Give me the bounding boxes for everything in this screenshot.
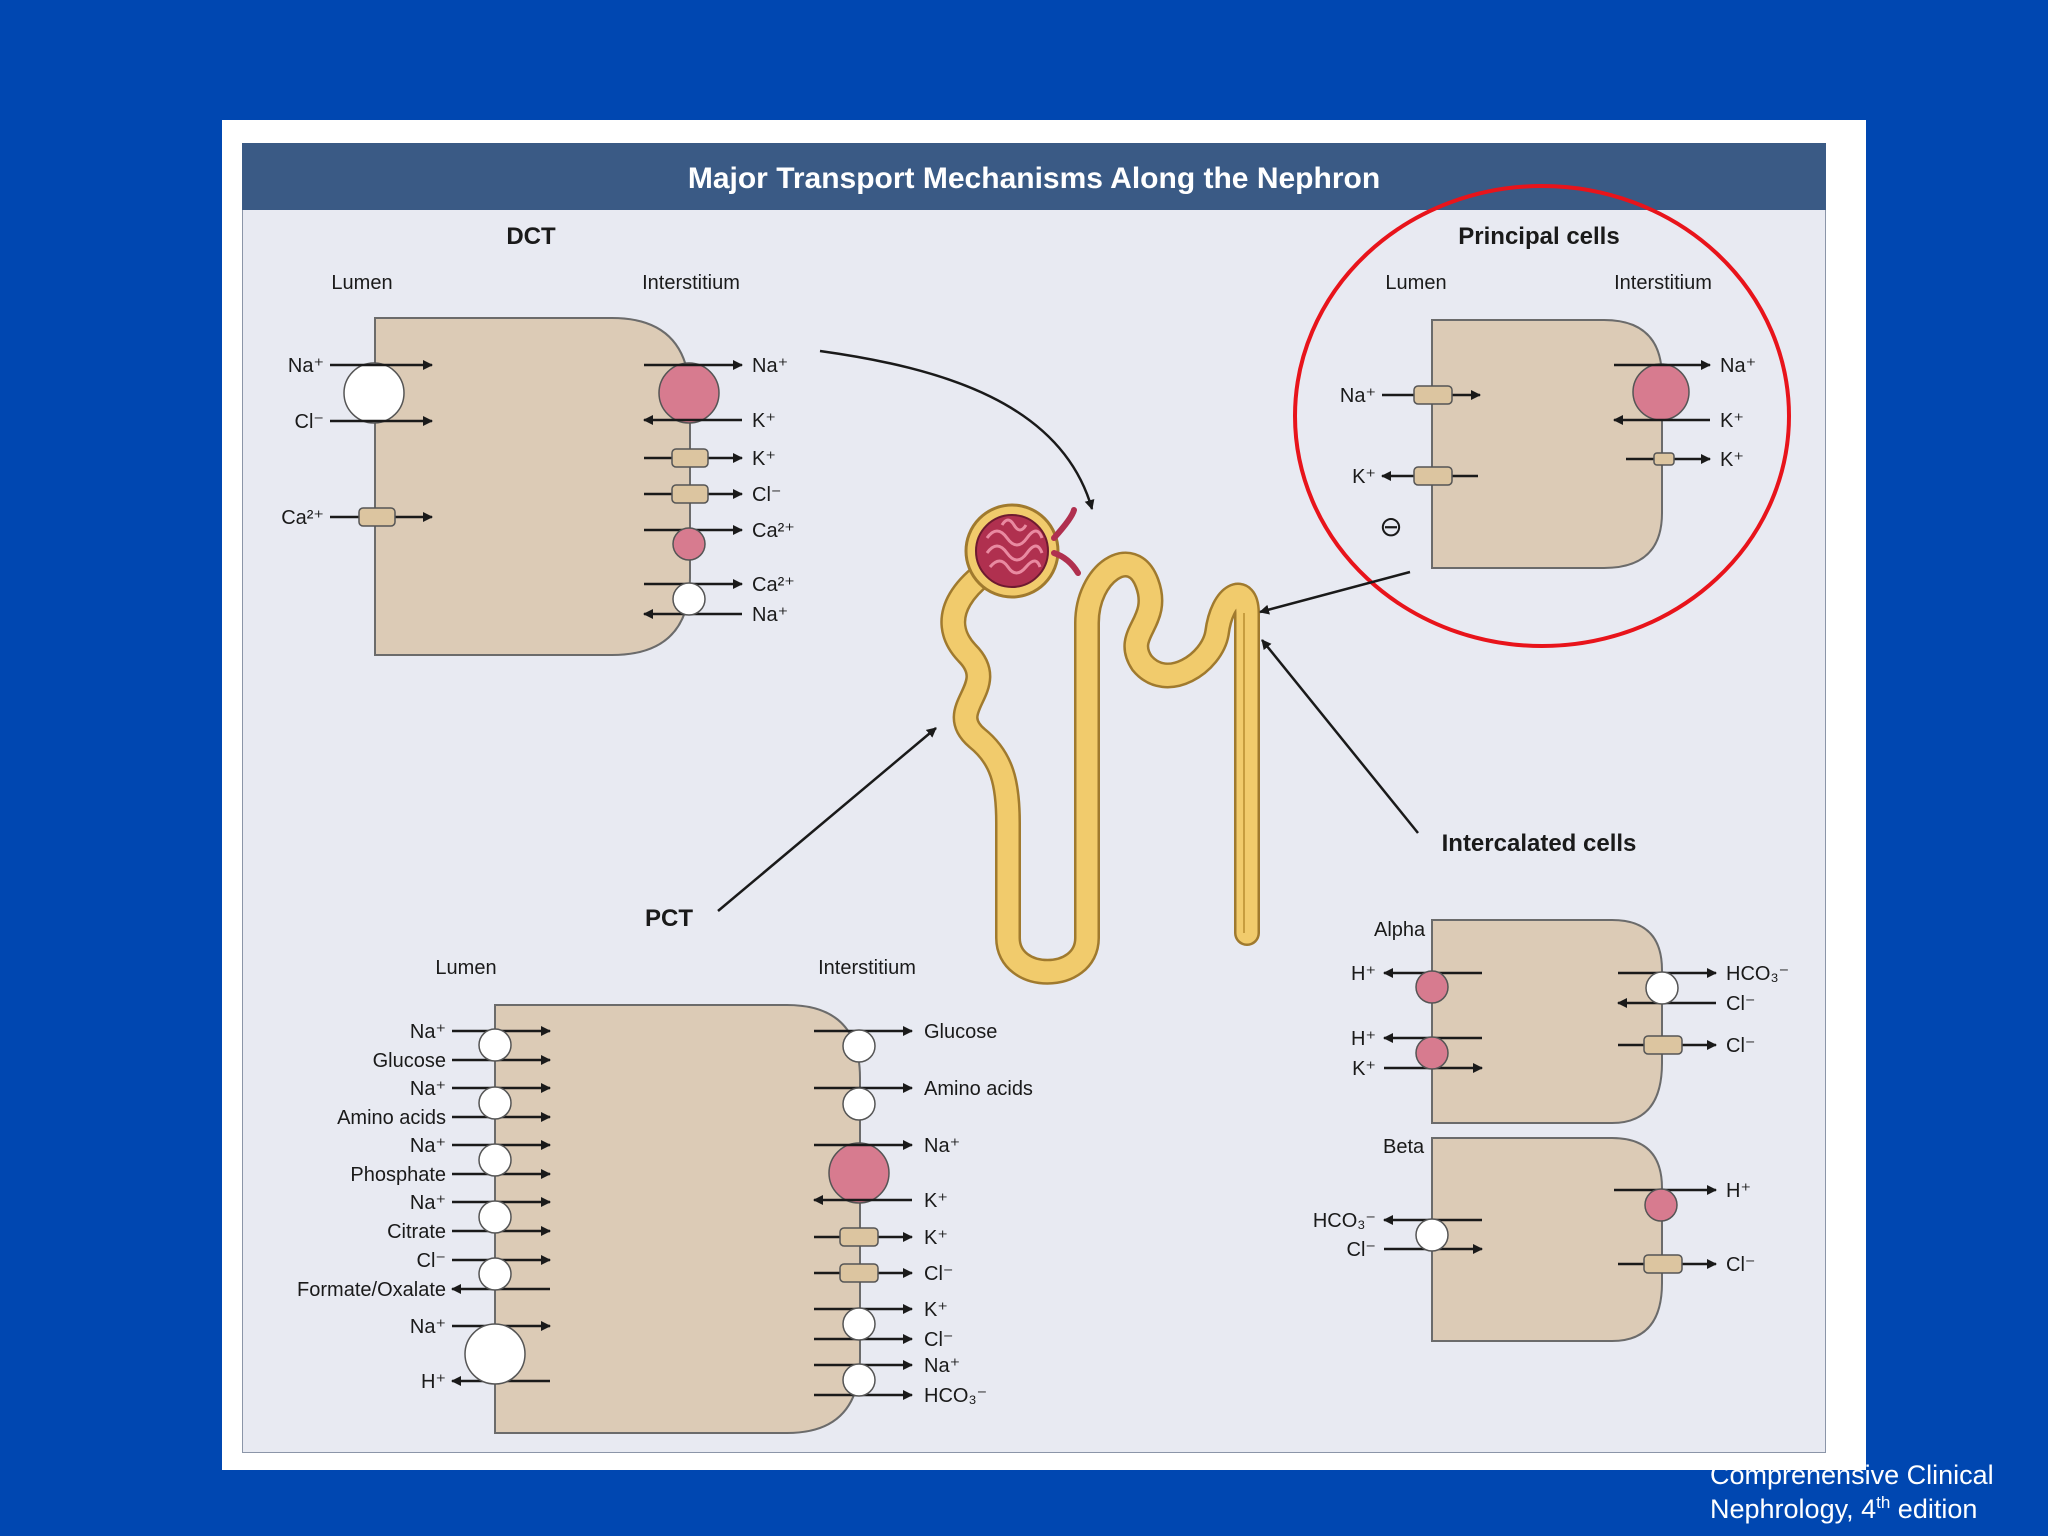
pct-left-label: Na⁺ (410, 1316, 446, 1338)
dct-right-label: Cl⁻ (752, 484, 781, 506)
dct-na-k-atpase (658, 362, 720, 424)
pct-right-label: K⁺ (924, 1190, 948, 1212)
beta-right-label: H⁺ (1726, 1180, 1751, 1202)
beta-right-label: Cl⁻ (1726, 1254, 1755, 1276)
dct-k-channel (671, 448, 709, 468)
pct-right-label: Na⁺ (924, 1135, 960, 1157)
credit-edition-sup: th (1876, 1493, 1891, 1512)
dct-right-label: K⁺ (752, 410, 776, 432)
beta-left-label: HCO₃⁻ (1313, 1210, 1376, 1232)
figure-title: Major Transport Mechanisms Along the Nep… (688, 162, 1380, 195)
pct-right-label: Cl⁻ (924, 1263, 953, 1285)
pct-left-label: Na⁺ (410, 1078, 446, 1100)
pct-right-label: K⁺ (924, 1299, 948, 1321)
dct-right-label: K⁺ (752, 448, 776, 470)
pct-right-transporters (813, 1026, 913, 1400)
principal-na-k-atpase (1632, 363, 1690, 421)
dct-right-label: Na⁺ (752, 604, 788, 626)
dct-heading: DCT (506, 223, 556, 250)
dct-cell (374, 317, 691, 656)
alpha-right-label: HCO₃⁻ (1726, 963, 1789, 985)
pct-left-label: Na⁺ (410, 1135, 446, 1157)
alpha-right-label: Cl⁻ (1726, 1035, 1755, 1057)
principal-pointer-arrow (1259, 570, 1411, 615)
source-credit: Comprehensive Clinical Nephrology, 4th e… (1710, 1458, 2040, 1526)
pct-right-label: Cl⁻ (924, 1329, 953, 1351)
principal-lumen-label: Lumen (1385, 272, 1446, 294)
pct-left-label: H⁺ (421, 1371, 446, 1393)
principal-right-label: K⁺ (1720, 449, 1744, 471)
dct-lumen-label: Lumen (331, 272, 392, 294)
pct-left-label: Glucose (373, 1050, 446, 1072)
pct-right-label: Amino acids (924, 1078, 1033, 1100)
intercalated-heading: Intercalated cells (1442, 830, 1637, 857)
dct-left-label: Na⁺ (288, 355, 324, 377)
dct-ca-pump (672, 527, 706, 561)
alpha-left-label: H⁺ (1351, 963, 1376, 985)
principal-left-label: K⁺ (1352, 466, 1376, 488)
dct-cl-channel (671, 484, 709, 504)
dct-right-label: Na⁺ (752, 355, 788, 377)
credit-line-2: Nephrology, 4th edition (1710, 1492, 2040, 1526)
pct-left-transporters (451, 1026, 551, 1386)
pct-cell (494, 1004, 861, 1434)
nephron-transport-figure: Major Transport Mechanisms Along the Nep… (242, 143, 1826, 1453)
principal-left-label: Na⁺ (1340, 385, 1376, 407)
dct-interstitium-label: Interstitium (642, 272, 740, 294)
dct-left-label: Cl⁻ (295, 411, 324, 433)
credit-edition-prefix: Nephrology, 4 (1710, 1494, 1877, 1524)
pct-right-label: K⁺ (924, 1227, 948, 1249)
pct-heading: PCT (645, 905, 693, 932)
title-bar (242, 143, 1826, 210)
pct-lumen-label: Lumen (435, 957, 496, 979)
pct-left-label: Phosphate (350, 1164, 446, 1186)
pct-left-label: Na⁺ (410, 1021, 446, 1043)
dct-left-label: Ca²⁺ (281, 507, 324, 529)
principal-highlight-circle (1293, 184, 1791, 648)
pct-right-label: Na⁺ (924, 1355, 960, 1377)
alpha-left-label: K⁺ (1352, 1058, 1376, 1080)
dct-na-ca-exchanger (672, 582, 706, 616)
principal-heading: Principal cells (1458, 223, 1619, 250)
pct-pointer-arrow (717, 727, 937, 912)
beta-left-label: Cl⁻ (1347, 1239, 1376, 1261)
alpha-right-label: Cl⁻ (1726, 993, 1755, 1015)
pct-left-label: Amino acids (337, 1107, 446, 1129)
nephron-illustration (940, 503, 1260, 985)
alpha-left-label: H⁺ (1351, 1028, 1376, 1050)
intercalated-pointer-arrow (1261, 639, 1419, 834)
pct-left-label: Citrate (387, 1221, 446, 1243)
principal-right-label: K⁺ (1720, 410, 1744, 432)
principal-k-channel (1653, 452, 1675, 466)
pct-left-label: Na⁺ (410, 1192, 446, 1214)
principal-interstitium-label: Interstitium (1614, 272, 1712, 294)
principal-right-label: Na⁺ (1720, 355, 1756, 377)
pct-interstitium-label: Interstitium (818, 957, 916, 979)
dct-ca-channel (358, 507, 396, 527)
pct-left-label: Formate/Oxalate (297, 1279, 446, 1301)
credit-line-1: Comprehensive Clinical (1710, 1460, 1994, 1490)
alpha-cell (1431, 919, 1663, 1124)
principal-romk (1413, 466, 1453, 486)
dct-pointer-arrow (819, 349, 1095, 510)
principal-minus-sign: ⊖ (1379, 511, 1402, 542)
alpha-label: Alpha (1374, 919, 1426, 941)
principal-enac (1413, 385, 1453, 405)
beta-label: Beta (1383, 1136, 1425, 1158)
pct-left-label: Cl⁻ (417, 1250, 446, 1272)
credit-edition-suffix: edition (1890, 1494, 1978, 1524)
pct-right-label: HCO₃⁻ (924, 1385, 987, 1407)
dct-nacl-cotransporter (343, 362, 405, 424)
beta-cell (1431, 1137, 1663, 1342)
pct-right-label: Glucose (924, 1021, 997, 1043)
dct-right-label: Ca²⁺ (752, 574, 795, 596)
dct-right-label: Ca²⁺ (752, 520, 795, 542)
principal-cell (1431, 319, 1663, 569)
